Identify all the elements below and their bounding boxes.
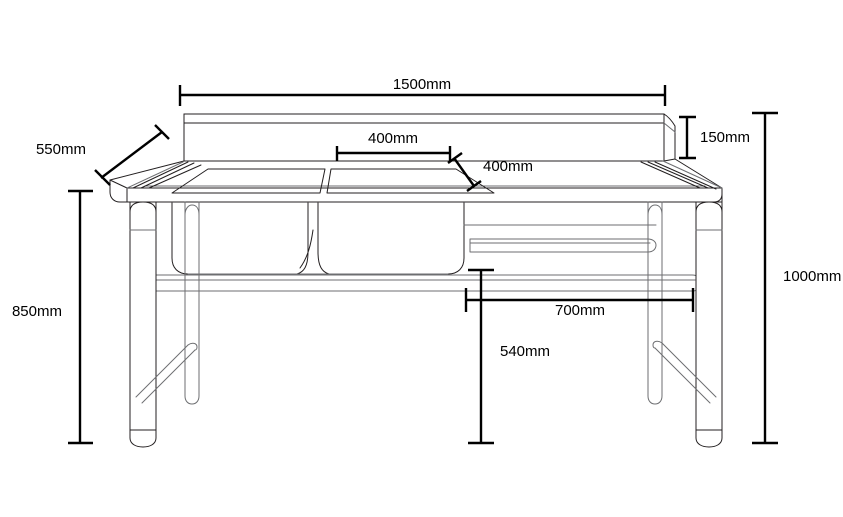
bench-top-left-fold bbox=[126, 161, 202, 189]
under-shelf-rail bbox=[463, 224, 657, 253]
adjustable-feet bbox=[129, 384, 723, 448]
bench-top bbox=[109, 158, 723, 203]
right-bowl-opening bbox=[326, 168, 495, 194]
dimension-splashback-height-label: 150mm bbox=[700, 129, 750, 146]
dimension-overall-height-label: 1000mm bbox=[783, 268, 841, 285]
dimension-bowl-width: 400mm bbox=[335, 130, 452, 161]
right-bowl bbox=[329, 202, 465, 275]
dimension-overall-depth: 550mm bbox=[36, 124, 170, 186]
dimension-bowl-width-label: 400mm bbox=[368, 130, 418, 147]
dimension-overall-height: 1000mm bbox=[752, 111, 841, 445]
dimension-undershelf-span-label: 700mm bbox=[555, 302, 605, 319]
bowl-bodies bbox=[171, 202, 465, 275]
dimension-bench-height-label: 850mm bbox=[12, 303, 62, 320]
dimension-bowl-depth: 400mm bbox=[447, 152, 533, 192]
dimension-splashback-height: 150mm bbox=[679, 115, 750, 160]
left-bowl-opening bbox=[171, 168, 326, 194]
product-geometry bbox=[109, 113, 723, 448]
dimension-bowl-depth-label: 400mm bbox=[483, 158, 533, 175]
front-rail bbox=[139, 274, 703, 292]
dimension-overall-length-label: 1500mm bbox=[393, 76, 451, 93]
left-bowl bbox=[171, 202, 301, 275]
cross-braces bbox=[135, 340, 717, 404]
dimension-undershelf-height-label: 540mm bbox=[500, 343, 550, 360]
bowl-divider-right-face bbox=[317, 202, 330, 275]
dimension-bench-height: 850mm bbox=[12, 189, 93, 445]
legs bbox=[129, 201, 723, 431]
dimension-undershelf-span: 700mm bbox=[464, 288, 695, 319]
bench-top-right-fold bbox=[640, 160, 723, 190]
dimension-undershelf-height: 540mm bbox=[468, 268, 550, 445]
dimension-overall-length: 1500mm bbox=[178, 76, 667, 106]
dimension-overall-depth-label: 550mm bbox=[36, 141, 86, 158]
